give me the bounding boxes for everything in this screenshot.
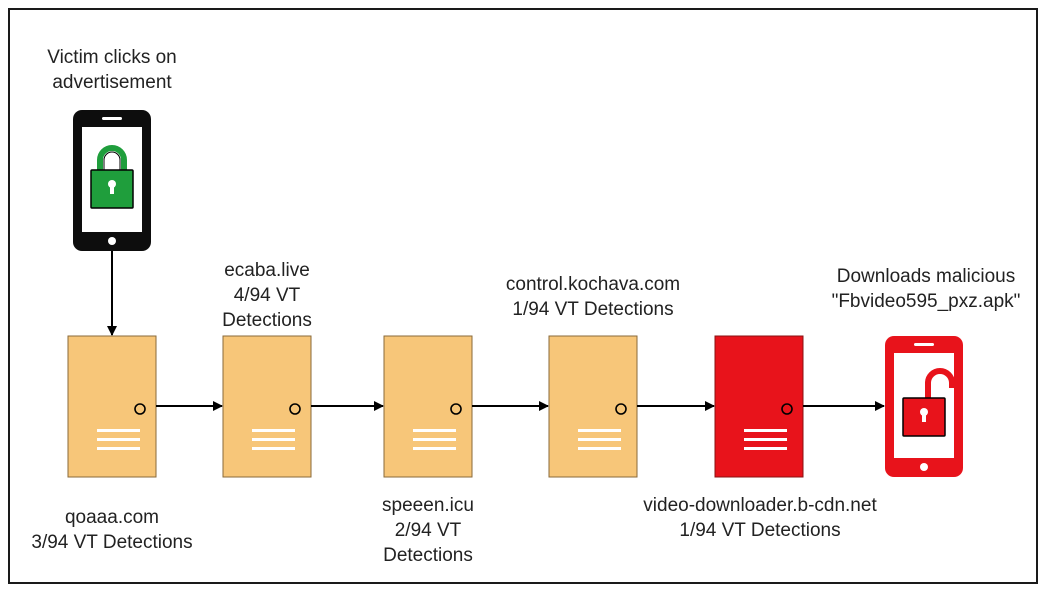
server-kochava-icon bbox=[548, 335, 638, 478]
server-ecaba-icon bbox=[222, 335, 312, 478]
unlocked-padlock-icon bbox=[902, 368, 955, 437]
download-label: Downloads malicious"Fbvideo595_pxz.apk" bbox=[831, 266, 1021, 312]
server-qoaaa-icon bbox=[67, 335, 157, 478]
infected-phone-icon bbox=[885, 336, 963, 477]
server-speeen-icon bbox=[383, 335, 473, 478]
server-bcdn-malicious-icon bbox=[714, 335, 804, 478]
cropped-caption-strip bbox=[0, 584, 1048, 594]
diagram-frame bbox=[8, 8, 1038, 584]
locked-padlock-icon bbox=[90, 145, 134, 209]
victim-phone-icon bbox=[73, 110, 151, 251]
